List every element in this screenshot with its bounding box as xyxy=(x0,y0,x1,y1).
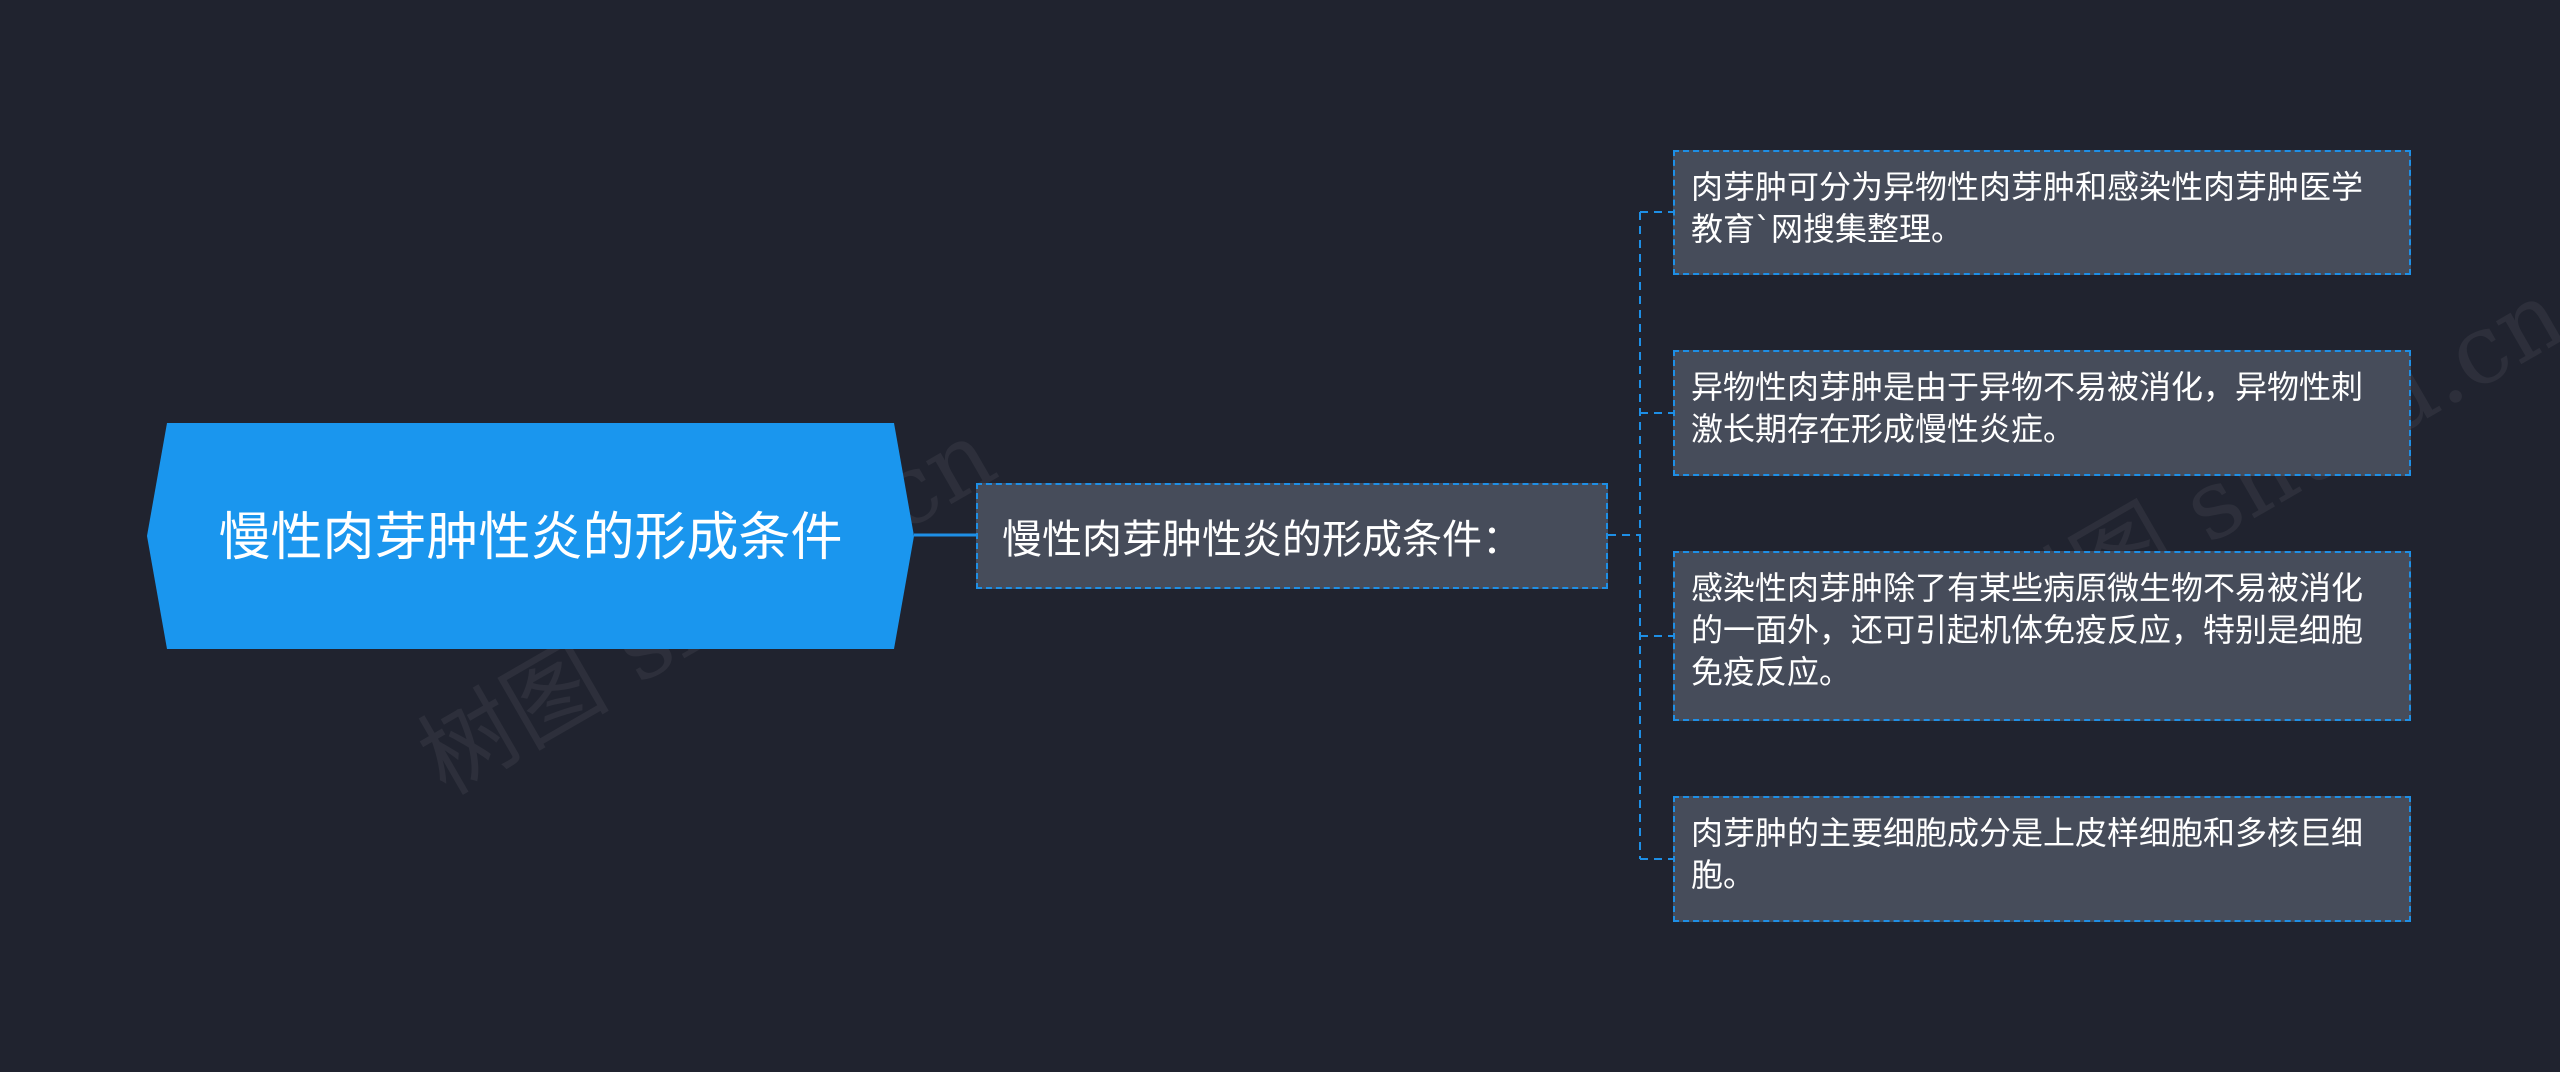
branch-node-label: 慢性肉芽肿性炎的形成条件： xyxy=(1002,517,1522,563)
branch-node[interactable]: 慢性肉芽肿性炎的形成条件： xyxy=(976,483,1608,589)
root-node-label: 慢性肉芽肿性炎的形成条件 xyxy=(218,508,843,568)
leaf-node-label: 肉芽肿可分为异物性肉芽肿和感染性肉芽肿医学教育`网搜集整理。 xyxy=(1691,168,2364,248)
leaf-node[interactable]: 肉芽肿可分为异物性肉芽肿和感染性肉芽肿医学教育`网搜集整理。 xyxy=(1673,150,2411,275)
root-node-shape xyxy=(147,423,914,649)
leaf-node[interactable]: 肉芽肿的主要细胞成分是上皮样细胞和多核巨细胞。 xyxy=(1673,796,2411,922)
leaf-node[interactable]: 感染性肉芽肿除了有某些病原微生物不易被消化的一面外，还可引起机体免疫反应，特别是… xyxy=(1673,551,2411,721)
leaf-node-label: 感染性肉芽肿除了有某些病原微生物不易被消化的一面外，还可引起机体免疫反应，特别是… xyxy=(1691,569,2364,691)
leaf-node-label: 异物性肉芽肿是由于异物不易被消化，异物性刺激长期存在形成慢性炎症。 xyxy=(1691,368,2364,448)
leaf-node[interactable]: 异物性肉芽肿是由于异物不易被消化，异物性刺激长期存在形成慢性炎症。 xyxy=(1673,350,2411,476)
leaf-node-label: 肉芽肿的主要细胞成分是上皮样细胞和多核巨细胞。 xyxy=(1691,814,2364,894)
root-node[interactable]: 慢性肉芽肿性炎的形成条件 xyxy=(147,423,914,649)
